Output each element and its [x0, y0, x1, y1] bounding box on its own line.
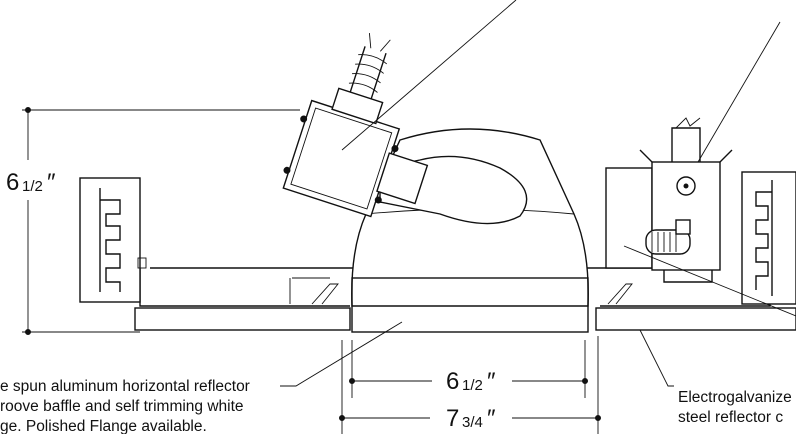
overall-value: 7 [446, 405, 459, 432]
height-value: 6 [6, 169, 19, 196]
left-bar-hanger [79, 177, 147, 303]
reflector-callout-line-1: e spun aluminum horizontal reflector [0, 378, 250, 395]
housing-callout: Electrogalvanize steel reflector c [678, 389, 792, 426]
height-inch-mark: ″ [47, 169, 56, 196]
socket-coil [645, 219, 691, 255]
grooved-baffle [351, 277, 589, 333]
aperture-dimension: 6 1/2 ″ [349, 340, 588, 398]
overall-fraction: 3/4 [462, 414, 483, 431]
reflector-callout-line-2: roove baffle and self trimming white [0, 398, 244, 415]
aperture-value: 6 [446, 368, 459, 395]
overall-dimension: 7 3/4 ″ [339, 336, 601, 434]
junction-box [605, 117, 733, 283]
housing-callout-line-2: steel reflector c [678, 409, 783, 426]
overall-inch-mark: ″ [487, 405, 496, 432]
leader-lines [280, 0, 796, 387]
ceiling-section [134, 307, 796, 331]
right-bar-hanger [741, 171, 796, 305]
aperture-inch-mark: ″ [487, 368, 496, 395]
aperture-fraction: 1/2 [462, 377, 483, 394]
height-fraction: 1/2 [22, 178, 43, 195]
reflector-callout-line-3: ge. Polished Flange available. [0, 418, 207, 434]
ballast-housing [282, 33, 429, 218]
housing-callout-line-1: Electrogalvanize [678, 389, 792, 406]
height-dimension: 6 1/2 ″ [6, 107, 300, 335]
reflector-callout: e spun aluminum horizontal reflector roo… [0, 378, 250, 434]
